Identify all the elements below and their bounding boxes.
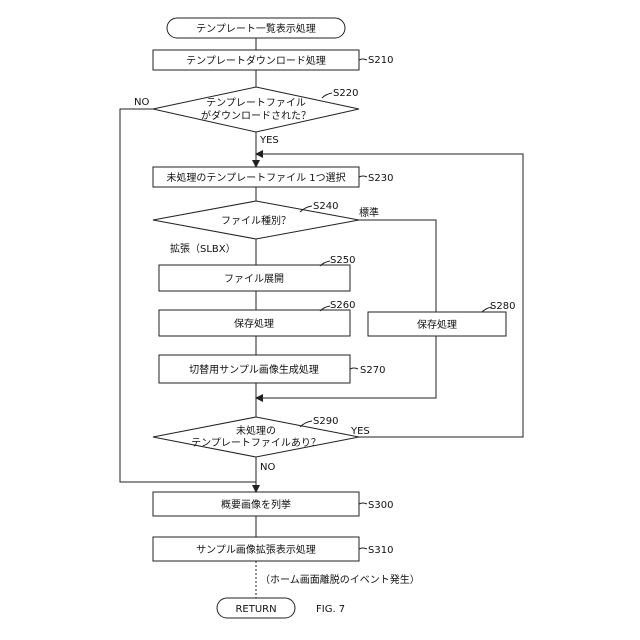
s240-extended-label: 拡張（SLBX） — [170, 242, 236, 255]
step-leader — [359, 59, 367, 60]
s240-step: S240 — [313, 201, 338, 212]
s260-label: 保存処理 — [234, 317, 274, 330]
step-leader — [359, 503, 367, 504]
s240-standard-label: 標準 — [359, 206, 379, 219]
s260-step: S260 — [330, 300, 355, 311]
s290-no-label: NO — [260, 462, 275, 473]
s220-line2: がダウンロードされた？ — [201, 109, 311, 122]
s290-step: S290 — [313, 416, 338, 427]
s220-step: S220 — [333, 88, 358, 99]
event-label: （ホーム画面離脱のイベント発生） — [260, 573, 420, 586]
s300-label: 概要画像を列挙 — [221, 498, 291, 511]
s240-standard-path — [359, 220, 436, 312]
figure-label: FIG. 7 — [316, 604, 345, 615]
s300-step: S300 — [368, 500, 393, 511]
s240-label: ファイル種別？ — [221, 214, 291, 227]
s280-label: 保存処理 — [417, 318, 457, 331]
s220-line1: テンプレートファイル — [206, 97, 306, 109]
s220-yes-label: YES — [259, 135, 279, 146]
s290-yes-label: YES — [350, 426, 370, 437]
s290-line1: 未処理の — [236, 424, 276, 437]
s230-step: S230 — [368, 173, 393, 184]
s210-label: テンプレートダウンロード処理 — [186, 54, 326, 67]
s270-step: S270 — [360, 365, 385, 376]
step-leader — [350, 368, 358, 369]
step-leader — [359, 176, 367, 177]
s280-step: S280 — [490, 301, 515, 312]
s310-label: サンプル画像拡張表示処理 — [196, 543, 316, 556]
step-leader — [322, 93, 332, 98]
s290-yes-loop — [256, 154, 523, 437]
s220-no-label: NO — [134, 97, 149, 108]
step-leader — [359, 548, 367, 549]
start-label: テンプレート一覧表示処理 — [196, 22, 316, 35]
s290-line2: テンプレートファイルあり？ — [191, 437, 321, 449]
s230-label: 未処理のテンプレートファイル 1つ選択 — [166, 171, 345, 184]
s310-step: S310 — [368, 545, 393, 556]
s210-step: S210 — [368, 55, 393, 66]
s250-label: ファイル展開 — [224, 273, 284, 285]
s250-step: S250 — [330, 255, 355, 266]
end-label: RETURN — [235, 604, 276, 615]
s270-label: 切替用サンプル画像生成処理 — [189, 363, 319, 376]
